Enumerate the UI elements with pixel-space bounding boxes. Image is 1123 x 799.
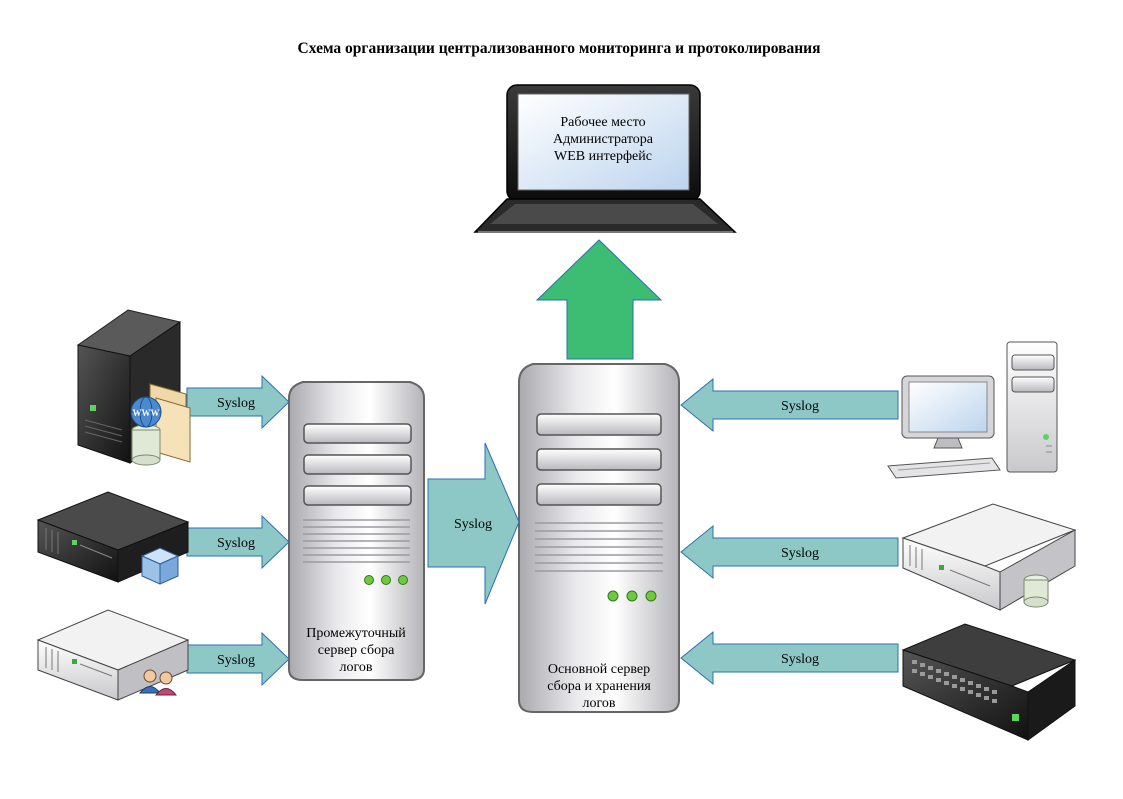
workstation-label-line2: Администратора (553, 132, 654, 147)
storage-rack-server-icon (901, 503, 1077, 611)
virtualization-rack-server-icon (36, 491, 190, 585)
syslog-label-left-top: Syslog (217, 396, 255, 411)
diagram-title: Схема организации централизованного мони… (298, 40, 821, 57)
syslog-arrow-left-mid (186, 514, 290, 570)
syslog-arrow-right-top (680, 377, 899, 433)
main-server-label-line2: сбора и хранения (547, 679, 651, 694)
syslog-arrow-right-mid (680, 524, 899, 580)
workstation-label-line3: WEB интерфейс (554, 149, 652, 164)
main-server-label-line1: Основной сервер (548, 662, 650, 677)
syslog-label-left-bottom: Syslog (217, 653, 255, 668)
svg-text:WWW: WWW (133, 408, 160, 418)
laptop-icon (473, 84, 737, 233)
main-server-icon (518, 363, 680, 713)
network-switch-icon (901, 623, 1077, 741)
desktop-pc-icon (887, 341, 1058, 479)
syslog-label-right-mid: Syslog (781, 546, 819, 561)
syslog-label-right-bottom: Syslog (781, 652, 819, 667)
web-server-tower-icon: WWW (76, 309, 191, 466)
intermediate-server-label-line1: Промежуточный (306, 626, 406, 641)
up-arrow (535, 239, 663, 360)
syslog-arrow-left-top (186, 374, 290, 430)
intermediate-server-label-line3: логов (340, 660, 373, 675)
syslog-arrow-center (427, 442, 520, 605)
syslog-label-center: Syslog (454, 517, 492, 532)
main-server-label-line3: логов (583, 696, 616, 711)
syslog-label-left-mid: Syslog (217, 536, 255, 551)
intermediate-server-label-line2: сервер сбора (318, 643, 395, 658)
directory-rack-server-icon (36, 609, 190, 701)
syslog-label-right-top: Syslog (781, 399, 819, 414)
workstation-label-line1: Рабочее место (560, 115, 645, 130)
intermediate-server-icon (288, 381, 425, 681)
syslog-arrow-right-bottom (680, 630, 899, 686)
syslog-arrow-left-bottom (186, 631, 290, 687)
